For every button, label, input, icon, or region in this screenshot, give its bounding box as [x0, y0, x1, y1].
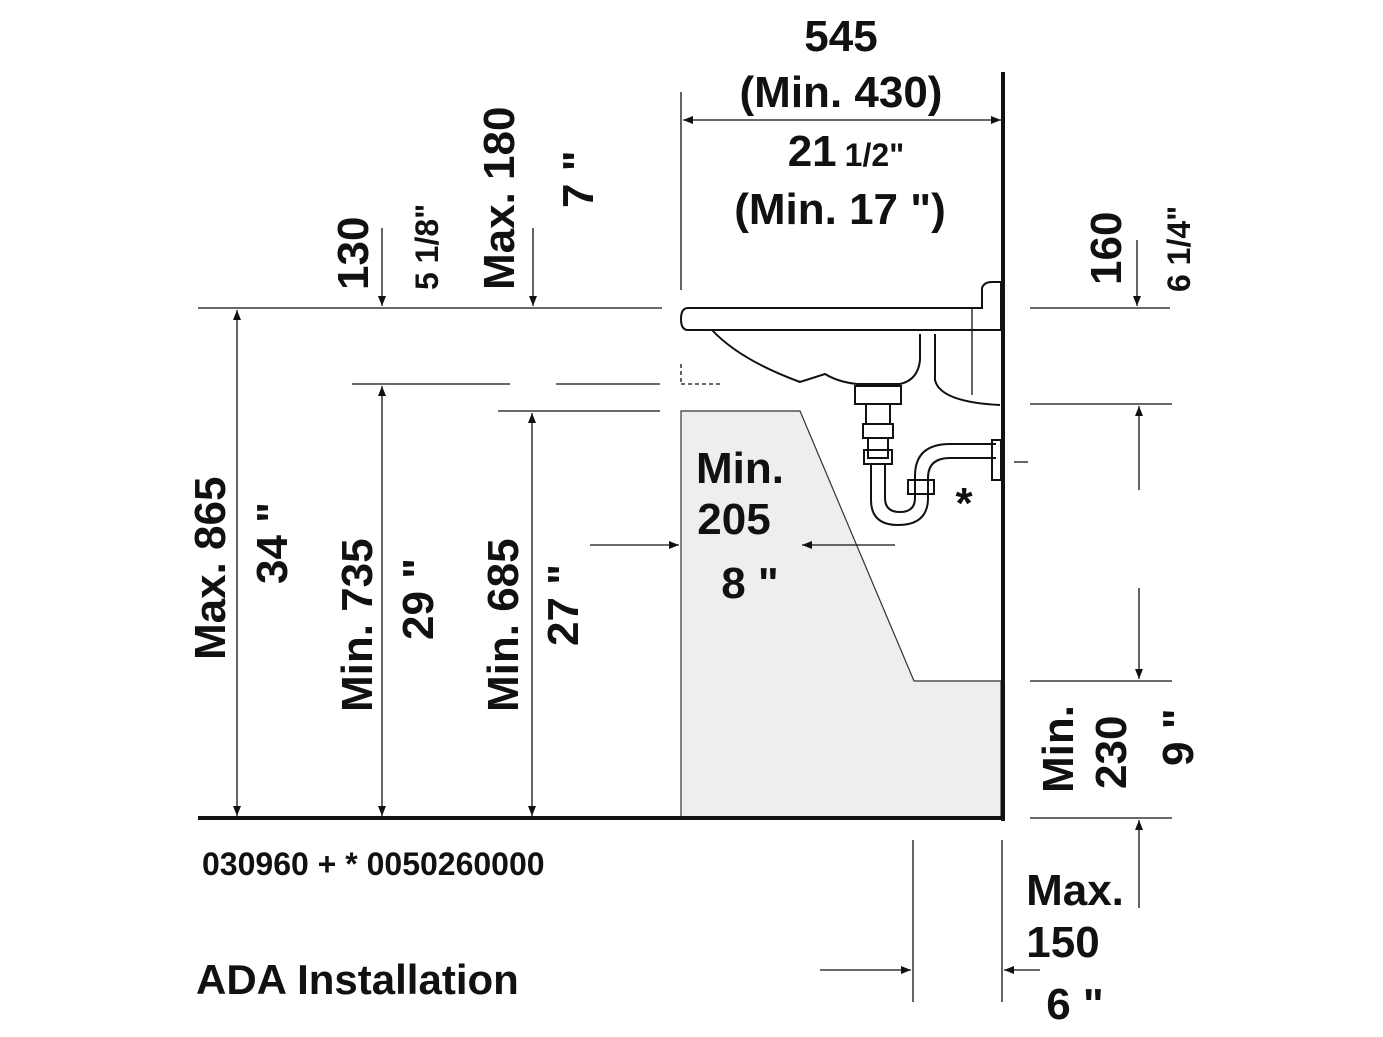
bowl-depth-max-in: 7 "	[554, 150, 603, 208]
width-min-in: (Min. 17 ")	[734, 185, 946, 234]
depth-min-label: Min.	[696, 444, 784, 493]
floor-min-label: Min.	[1034, 705, 1083, 793]
height-max-in: 34 "	[248, 502, 297, 584]
toe-min-mm: Min. 685	[479, 538, 528, 712]
knee-min-in: 29 "	[394, 558, 443, 640]
diagram-title: ADA Installation	[196, 956, 519, 1003]
depth-min-mm: 205	[697, 495, 770, 544]
article-number: 030960 + * 0050260000	[202, 846, 545, 882]
trap-asterisk: *	[955, 479, 973, 528]
knee-min-mm: Min. 735	[333, 538, 382, 712]
toe-max-label: Max.	[1026, 866, 1124, 915]
width-min-mm: (Min. 430)	[740, 68, 943, 117]
side-height-in: 6 1/4"	[1161, 206, 1197, 292]
floor-min-mm: 230	[1087, 716, 1136, 789]
bowl-depth-max-mm: Max. 180	[475, 107, 524, 290]
floor-min-in: 9 "	[1154, 708, 1203, 766]
toe-max-mm: 150	[1026, 918, 1099, 967]
toe-min-in: 27 "	[539, 564, 588, 646]
depth-min-in: 8 "	[721, 559, 779, 608]
toe-max-in: 6 "	[1046, 980, 1104, 1029]
width-mm: 545	[804, 12, 877, 61]
rim-height-mm: 130	[329, 217, 378, 290]
height-max-mm: Max. 865	[186, 477, 235, 660]
rim-height-in: 5 1/8"	[409, 204, 445, 290]
side-height-mm: 160	[1082, 212, 1131, 285]
washbasin	[679, 281, 1002, 527]
